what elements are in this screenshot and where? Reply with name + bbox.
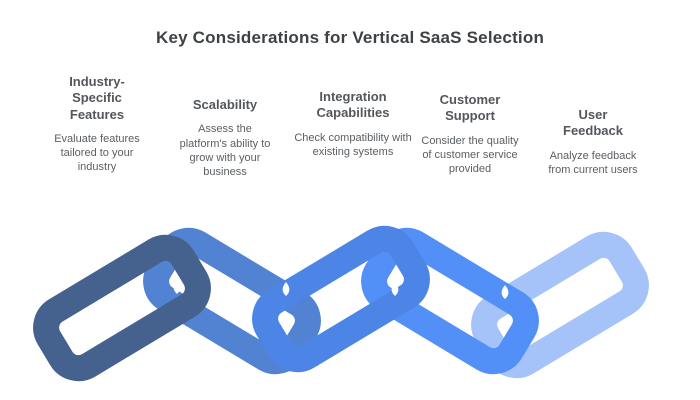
consideration-description: Analyze feedback from current users bbox=[548, 149, 638, 176]
consideration-description: Check compatibility with existing system… bbox=[294, 131, 412, 158]
chain-joint-hole-icon bbox=[282, 282, 290, 296]
chain-link-industry-specific-icon bbox=[33, 234, 211, 382]
chain-link-integration-icon bbox=[252, 225, 430, 373]
consideration-title: Industry-Specific Features bbox=[69, 74, 125, 122]
consideration-title: User Feedback bbox=[563, 107, 623, 139]
chain-joint-holes bbox=[173, 280, 509, 299]
page-title: Key Considerations for Vertical SaaS Sel… bbox=[155, 28, 545, 47]
consideration-integration-capabilities: Integration Capabilities Check compatibi… bbox=[290, 89, 416, 159]
chain-joint-hole-icon bbox=[173, 280, 181, 294]
consideration-description: Assess the platform's ability to grow wi… bbox=[179, 123, 271, 179]
chain-link-user-feedback-icon bbox=[471, 231, 649, 379]
consideration-user-feedback: User Feedback Analyze feedback from curr… bbox=[538, 107, 648, 177]
chain-joint-hole-icon bbox=[501, 285, 509, 299]
consideration-description: Consider the quality of customer service… bbox=[421, 134, 519, 176]
consideration-scalability: Scalability Assess the platform's abilit… bbox=[173, 97, 277, 179]
chain-links-icon bbox=[33, 225, 649, 382]
consideration-description: Evaluate features tailored to your indus… bbox=[54, 132, 140, 174]
consideration-title: Scalability bbox=[192, 97, 258, 112]
chain-link-customer-support-icon bbox=[361, 227, 539, 375]
consideration-customer-support: Customer Support Consider the quality of… bbox=[418, 92, 522, 176]
consideration-title: Integration Capabilities bbox=[316, 89, 390, 121]
consideration-title: Customer Support bbox=[439, 92, 501, 124]
chain-joint-hole-icon bbox=[391, 282, 399, 296]
consideration-industry-specific-features: Industry-Specific Features Evaluate feat… bbox=[47, 74, 147, 175]
